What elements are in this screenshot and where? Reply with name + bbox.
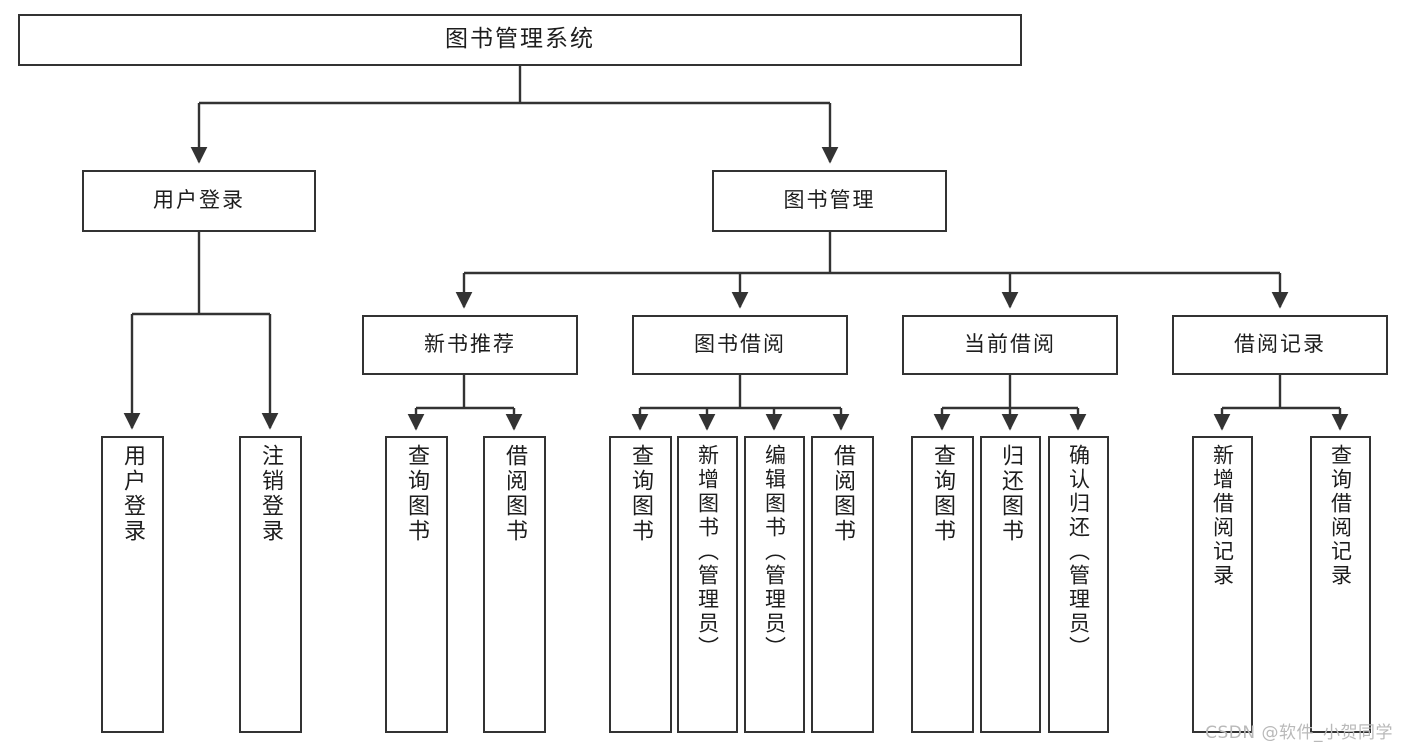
watermark: CSDN @软件_小贺同学 bbox=[1205, 723, 1393, 743]
leaf-borrow-book-2[interactable]: 借阅图书 bbox=[811, 436, 874, 733]
leaf-edit-book[interactable]: 编辑图书（管理员） bbox=[744, 436, 805, 733]
leaf-confirm-return-label: 确认归还（管理员） bbox=[1066, 444, 1091, 660]
leaf-add-book-label: 新增图书（管理员） bbox=[695, 444, 720, 660]
leaf-borrow-book-1-label: 借阅图书 bbox=[502, 444, 528, 544]
leaf-query-record[interactable]: 查询借阅记录 bbox=[1310, 436, 1371, 733]
leaf-return-book[interactable]: 归还图书 bbox=[980, 436, 1041, 733]
leaf-borrow-book-2-label: 借阅图书 bbox=[830, 444, 856, 544]
leaf-logout[interactable]: 注销登录 bbox=[239, 436, 302, 733]
leaf-add-record-label: 新增借阅记录 bbox=[1210, 444, 1235, 588]
node-user-login-label: 用户登录 bbox=[153, 188, 245, 213]
leaf-logout-label: 注销登录 bbox=[258, 444, 284, 544]
leaf-query-book-2-label: 查询图书 bbox=[628, 444, 654, 544]
node-new-book-recommend[interactable]: 新书推荐 bbox=[362, 315, 578, 375]
leaf-add-book[interactable]: 新增图书（管理员） bbox=[677, 436, 738, 733]
leaf-edit-book-label: 编辑图书（管理员） bbox=[762, 444, 787, 660]
node-borrow-record[interactable]: 借阅记录 bbox=[1172, 315, 1388, 375]
node-root-label: 图书管理系统 bbox=[445, 26, 595, 53]
leaf-query-book-2[interactable]: 查询图书 bbox=[609, 436, 672, 733]
leaf-query-record-label: 查询借阅记录 bbox=[1328, 444, 1353, 588]
leaf-query-book-3[interactable]: 查询图书 bbox=[911, 436, 974, 733]
node-new-book-recommend-label: 新书推荐 bbox=[424, 332, 516, 357]
leaf-add-record[interactable]: 新增借阅记录 bbox=[1192, 436, 1253, 733]
leaf-borrow-book-1[interactable]: 借阅图书 bbox=[483, 436, 546, 733]
leaf-confirm-return[interactable]: 确认归还（管理员） bbox=[1048, 436, 1109, 733]
node-user-login[interactable]: 用户登录 bbox=[82, 170, 316, 232]
node-book-manage[interactable]: 图书管理 bbox=[712, 170, 947, 232]
node-current-borrow[interactable]: 当前借阅 bbox=[902, 315, 1118, 375]
leaf-user-login-label: 用户登录 bbox=[120, 444, 146, 544]
node-borrow-record-label: 借阅记录 bbox=[1234, 332, 1326, 357]
node-book-manage-label: 图书管理 bbox=[783, 188, 876, 213]
node-book-borrow-label: 图书借阅 bbox=[694, 332, 786, 357]
node-book-borrow[interactable]: 图书借阅 bbox=[632, 315, 848, 375]
leaf-query-book-1-label: 查询图书 bbox=[404, 444, 430, 544]
node-current-borrow-label: 当前借阅 bbox=[964, 332, 1056, 357]
node-root[interactable]: 图书管理系统 bbox=[18, 14, 1022, 66]
leaf-return-book-label: 归还图书 bbox=[998, 444, 1024, 544]
leaf-query-book-1[interactable]: 查询图书 bbox=[385, 436, 448, 733]
leaf-user-login[interactable]: 用户登录 bbox=[101, 436, 164, 733]
leaf-query-book-3-label: 查询图书 bbox=[930, 444, 956, 544]
